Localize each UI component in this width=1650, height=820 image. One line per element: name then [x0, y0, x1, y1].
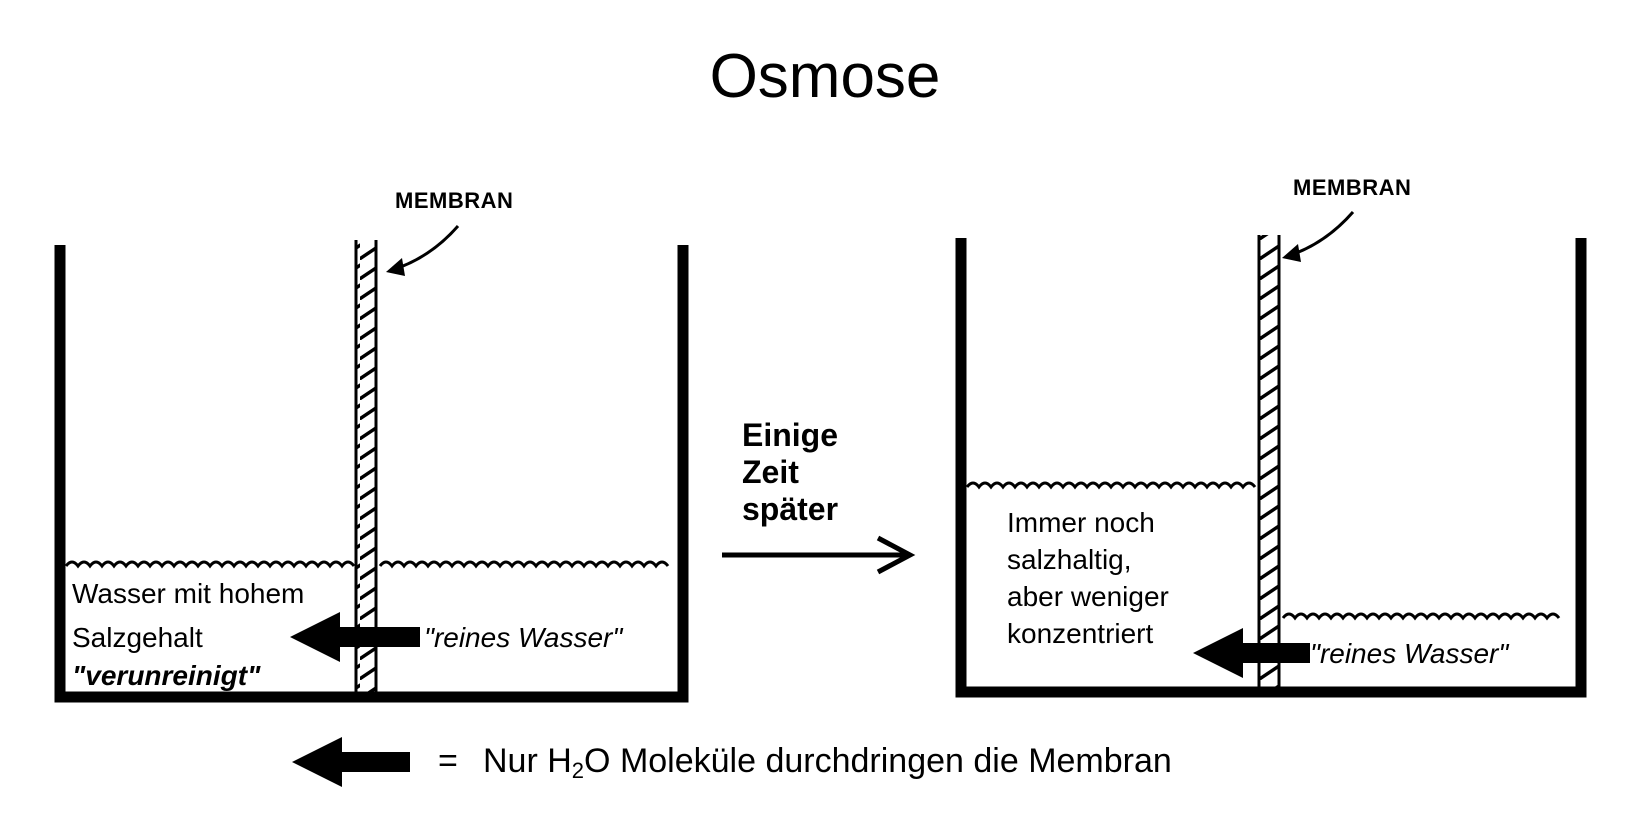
left-salt-water-label-line2: Salzgehalt [72, 622, 203, 653]
legend-equals: = [438, 742, 458, 780]
legend-text-part2: O Moleküle durchdringen die Membran [584, 742, 1172, 780]
transition-label-line3: später [742, 491, 839, 527]
right-salt-water-label-line3: aber weniger [1007, 581, 1169, 612]
left-water-surface-left [64, 560, 356, 569]
transition-label-line2: Zeit [742, 454, 799, 490]
right-water-surface-left [965, 481, 1257, 490]
left-beaker-walls [54, 245, 689, 703]
left-membrane [354, 240, 378, 692]
transition-label-line1: Einige [742, 417, 839, 453]
left-salt-water-label-line3: "verunreinigt" [72, 660, 261, 691]
right-salt-water-label-line2: salzhaltig, [1007, 544, 1132, 575]
legend-arrow [292, 737, 410, 787]
legend-text-part1: Nur H [483, 742, 572, 780]
left-pure-water-label: "reines Wasser" [424, 622, 623, 653]
page-title: Osmose [709, 42, 941, 111]
left-membrane-label: MEMBRAN [395, 188, 514, 213]
right-membrane-label: MEMBRAN [1293, 175, 1412, 200]
legend-subscript: 2 [571, 758, 585, 783]
right-beaker [955, 211, 1587, 698]
legend-text: Nur H2O Moleküle durchdringen die Membra… [483, 742, 1172, 784]
right-salt-water-label-line1: Immer noch [1007, 507, 1155, 538]
right-water-surface-right [1281, 612, 1561, 621]
right-salt-water-label-line4: konzentriert [1007, 618, 1154, 649]
transition-arrow [722, 535, 916, 575]
left-water-surface-right [378, 560, 670, 569]
right-pure-water-label: "reines Wasser" [1310, 638, 1509, 669]
right-beaker-walls [955, 238, 1587, 698]
right-membrane [1257, 235, 1281, 687]
left-salt-water-label-line1: Wasser mit hohem [72, 578, 305, 609]
left-flow-arrow [290, 612, 420, 662]
right-flow-arrow [1193, 628, 1310, 678]
right-membrane-pointer-arrowhead [1282, 244, 1301, 262]
left-membrane-pointer-arrowhead [386, 258, 405, 276]
left-beaker [54, 225, 689, 703]
